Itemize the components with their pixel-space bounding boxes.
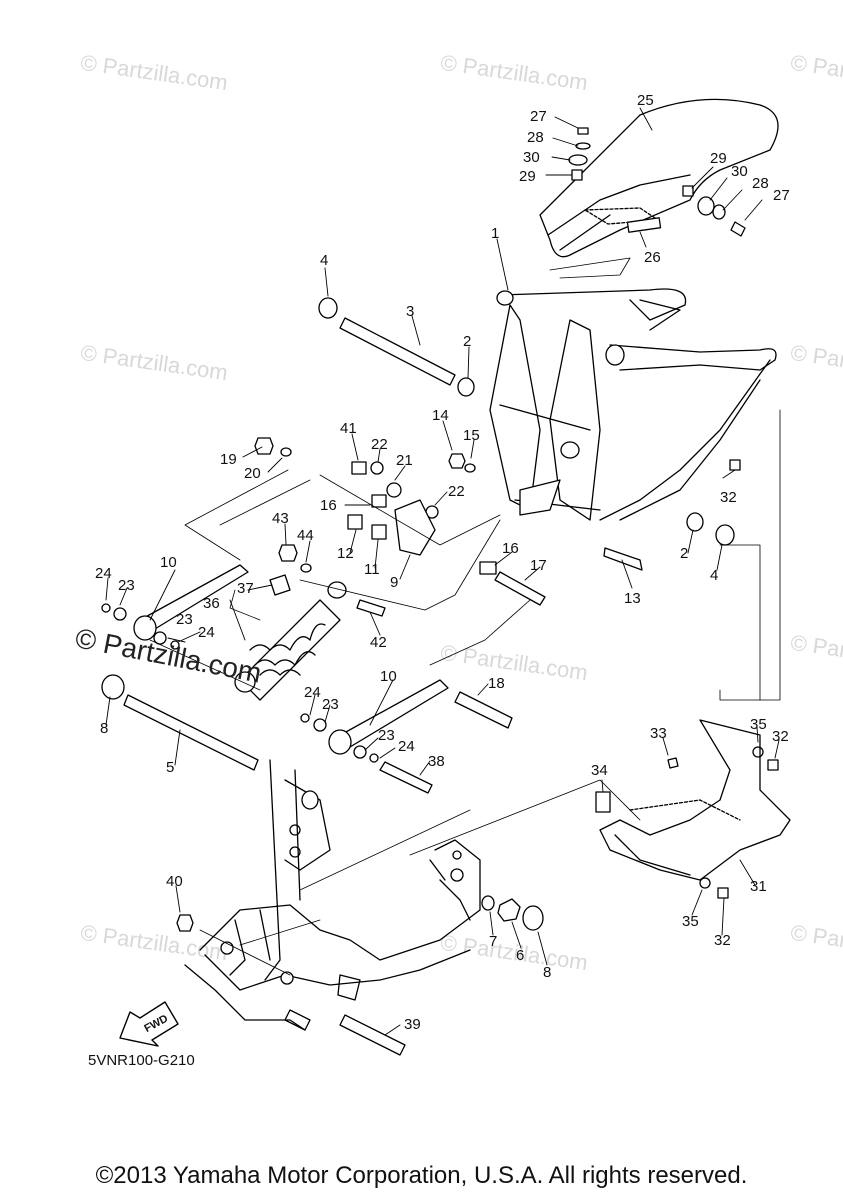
callout-28: 28	[752, 175, 769, 192]
callout-23: 23	[378, 727, 395, 744]
copyright-notice: ©2013 Yamaha Motor Corporation, U.S.A. A…	[95, 1162, 748, 1189]
callout-32: 32	[714, 932, 731, 949]
link-hardware	[254, 437, 643, 606]
callout-16: 16	[502, 540, 519, 557]
callout-7: 7	[489, 933, 497, 950]
callout-23: 23	[322, 696, 339, 713]
lower-cover-part	[595, 459, 791, 899]
callout-30: 30	[523, 149, 540, 166]
axle-hardware	[176, 895, 544, 1056]
callout-labels: 25 27 28 30 29 29 30 28 27 26 1 4 3 2 14…	[95, 92, 790, 1033]
callout-35: 35	[750, 716, 767, 733]
callout-24: 24	[198, 624, 215, 641]
callout-22: 22	[448, 483, 465, 500]
callout-4: 4	[710, 567, 718, 584]
fwd-arrow-icon	[119, 1001, 179, 1047]
callout-39: 39	[404, 1016, 421, 1033]
callout-5: 5	[166, 759, 174, 776]
callout-23: 23	[176, 611, 193, 628]
callout-38: 38	[428, 753, 445, 770]
swingarm-shaft	[101, 674, 259, 771]
callout-31: 31	[750, 878, 767, 895]
leader-lines	[105, 107, 780, 1036]
callout-32: 32	[772, 728, 789, 745]
callout-8: 8	[543, 964, 551, 981]
callout-29: 29	[710, 150, 727, 167]
callout-41: 41	[340, 420, 357, 437]
rear-shock-part	[234, 574, 386, 701]
pivot-shaft-part	[318, 297, 735, 546]
callout-44: 44	[297, 527, 314, 544]
callout-43: 43	[272, 510, 289, 527]
callout-8: 8	[100, 720, 108, 737]
assembly-outlines	[149, 257, 781, 976]
callout-27: 27	[773, 187, 790, 204]
callout-23: 23	[118, 577, 135, 594]
connecting-rod-lower	[300, 679, 513, 794]
callout-30: 30	[731, 163, 748, 180]
callout-34: 34	[591, 762, 608, 779]
callout-15: 15	[463, 427, 480, 444]
callout-35: 35	[682, 913, 699, 930]
callout-25: 25	[637, 92, 654, 109]
callout-10: 10	[380, 668, 397, 685]
callout-6: 6	[516, 947, 524, 964]
callout-21: 21	[396, 452, 413, 469]
callout-24: 24	[95, 565, 112, 582]
callout-29: 29	[519, 168, 536, 185]
callout-11: 11	[364, 561, 380, 578]
callout-19: 19	[220, 451, 237, 468]
callout-36: 36	[203, 595, 220, 612]
callout-1: 1	[491, 225, 499, 242]
callout-33: 33	[650, 725, 667, 742]
callout-40: 40	[166, 873, 183, 890]
callout-26: 26	[644, 249, 661, 266]
callout-10: 10	[160, 554, 177, 571]
callout-13: 13	[624, 590, 641, 607]
callout-17: 17	[530, 557, 547, 574]
callout-37: 37	[237, 580, 254, 597]
chain-guard-part	[539, 98, 779, 258]
callout-12: 12	[337, 545, 354, 562]
callout-18: 18	[488, 675, 505, 692]
main-frame-part	[489, 288, 777, 521]
callout-14: 14	[432, 407, 449, 424]
callout-3: 3	[406, 303, 414, 320]
callout-27: 27	[530, 108, 547, 125]
callout-28: 28	[527, 129, 544, 146]
callout-22: 22	[371, 436, 388, 453]
swingarm-part	[184, 759, 481, 1031]
callout-20: 20	[244, 465, 261, 482]
diagram-code: 5VNR100-G210	[88, 1052, 195, 1069]
callout-24: 24	[398, 738, 415, 755]
callout-4: 4	[320, 252, 328, 269]
callout-24: 24	[304, 684, 321, 701]
callout-32: 32	[720, 489, 737, 506]
connecting-rod-upper	[101, 564, 249, 650]
callout-42: 42	[370, 634, 387, 651]
callout-2: 2	[680, 545, 688, 562]
callout-16: 16	[320, 497, 337, 514]
callout-2: 2	[463, 333, 471, 350]
callout-9: 9	[390, 574, 398, 591]
